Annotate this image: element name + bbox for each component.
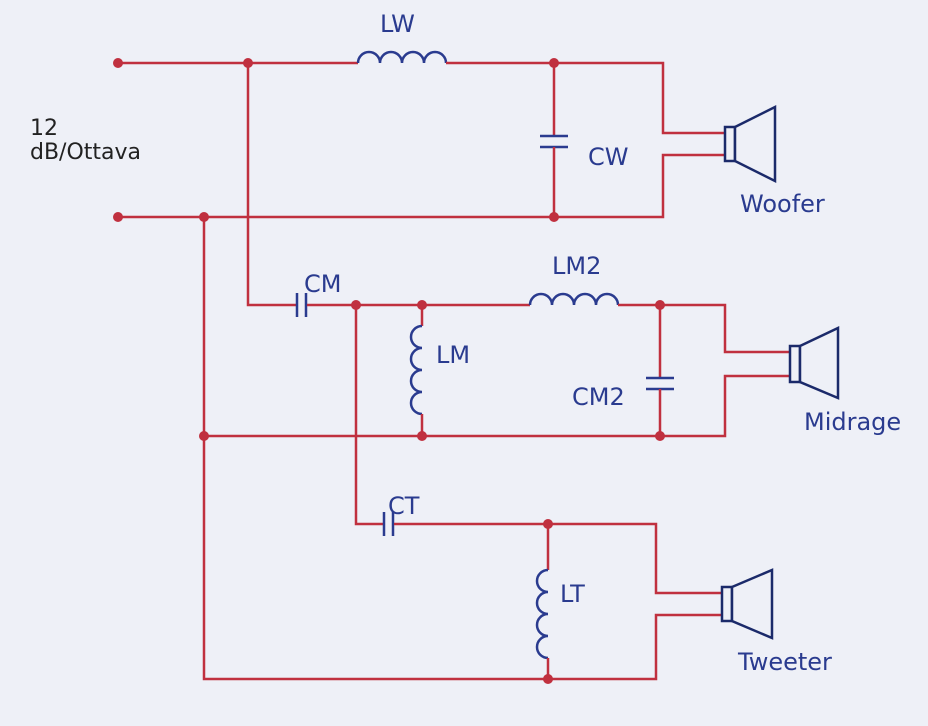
junction-node [243,58,253,68]
label-midrange: Midrage [804,408,902,436]
tweeter-top-wire [394,522,722,595]
junction-node [549,58,559,68]
inductor-lm [409,324,423,416]
junction-node [417,431,427,441]
junction-node [543,674,553,684]
input-bottom-wire [118,153,725,219]
slope-title: 12 dB/Ottava [30,116,142,166]
tweeter-feed-wire [354,305,383,526]
midrange-speaker-icon [788,326,840,400]
mid-out-top-wire [618,303,790,354]
junction-node [549,212,559,222]
junction-nodes [113,58,665,684]
junction-node [199,212,209,222]
inductor-lt [535,568,549,660]
midrange-section [204,63,790,438]
label-lt: LT [560,580,585,608]
label-cm: CM [304,270,342,298]
label-tweeter: Tweeter [738,648,832,676]
junction-node [655,431,665,441]
slope-title-line2: dB/Ottava [30,140,142,166]
junction-node [655,300,665,310]
tweeter-speaker-icon [720,568,774,640]
junction-node [417,300,427,310]
tweeter-section [202,217,722,681]
junction-node [199,431,209,441]
mid-ground-wire [204,374,790,438]
label-cw: CW [588,143,629,171]
label-ct: CT [388,492,420,520]
inductor-lm2 [528,292,620,306]
label-lm: LM [436,341,471,369]
slope-title-line1: 12 [30,116,58,141]
inductor-lw [356,50,448,64]
junction-node [351,300,361,310]
woofer-speaker-icon [723,104,777,184]
label-lw: LW [380,10,415,38]
label-lm2: LM2 [552,252,602,280]
woofer-section [118,50,725,219]
label-woofer: Woofer [740,190,825,218]
input-terminal-top [113,58,123,68]
input-terminal-bottom [113,212,123,222]
mid-feed-wire [246,63,296,307]
woofer-top-wire [446,61,725,135]
ground-rail [202,217,722,681]
junction-node [543,519,553,529]
label-cm2: CM2 [572,383,625,411]
